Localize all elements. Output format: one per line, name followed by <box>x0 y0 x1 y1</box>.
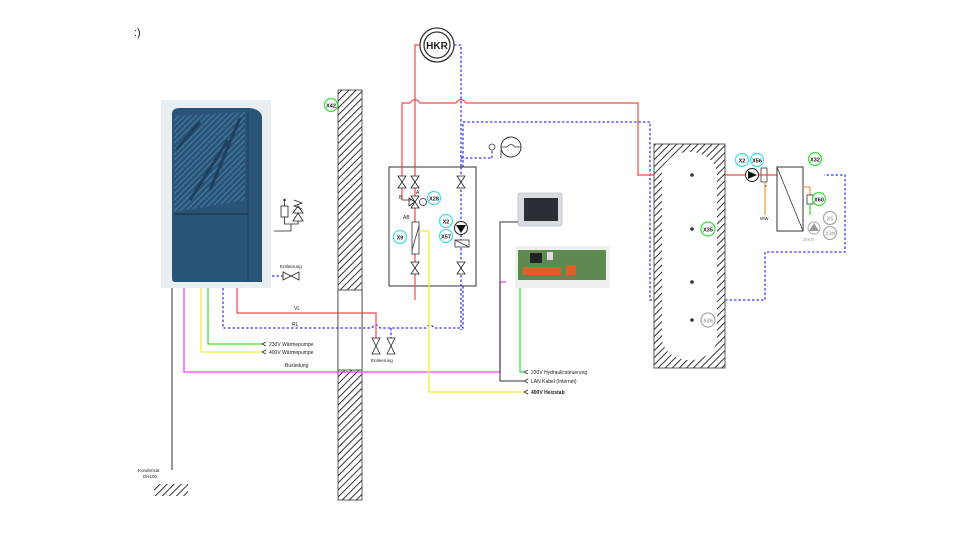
sensor-x2-dhw: X2 <box>734 152 750 168</box>
svg-text:X5: X5 <box>827 217 834 223</box>
venting-valves-label: Entleerung <box>371 358 393 363</box>
sensor-x60: X60 <box>811 191 827 207</box>
svg-text:230V Hydraulicsteuerung: 230V Hydraulicsteuerung <box>531 370 587 376</box>
sensor-x39: X39 <box>822 225 838 241</box>
heat-pump-unit <box>161 100 271 288</box>
hydraulic-power-connector: 230V Hydraulicsteuerung <box>523 369 587 376</box>
svg-text:LAN Kabel (Internet): LAN Kabel (Internet) <box>531 379 577 385</box>
svg-text:Kondensat: Kondensat <box>138 468 160 473</box>
return-line <box>222 121 658 329</box>
sensor-x28: X28 <box>426 190 442 206</box>
svg-text:230V Wärmepumpe: 230V Wärmepumpe <box>269 342 314 348</box>
svg-text:AB: AB <box>403 215 410 221</box>
sensor-x35: X35 <box>700 221 716 237</box>
safety-group-icon <box>274 198 304 232</box>
svg-text:X2: X2 <box>443 220 450 226</box>
svg-text:X56: X56 <box>752 159 762 165</box>
svg-text:X35: X35 <box>703 228 713 234</box>
heater-400v-line <box>428 231 524 393</box>
sensor-x56: X56 <box>749 152 765 168</box>
svg-text:WW: WW <box>760 216 769 221</box>
svg-text:400V Wärmepumpe: 400V Wärmepumpe <box>269 350 314 356</box>
svg-text:X39: X39 <box>825 232 835 238</box>
svg-text:X28: X28 <box>429 197 439 203</box>
dhw-return-line <box>725 174 846 301</box>
sensor-x42: X42 <box>323 97 339 113</box>
svg-text:X42: X42 <box>326 104 336 110</box>
hkr-supply <box>414 44 420 170</box>
building-wall <box>337 89 363 501</box>
corner-mark: :) <box>134 27 141 39</box>
svg-text:B: B <box>399 195 403 201</box>
power-230v-line <box>207 288 262 345</box>
svg-text:X60: X60 <box>814 198 824 204</box>
svg-text:X57: X57 <box>441 235 451 241</box>
heat-pump-venting-valve-icon: Entleerung <box>272 264 302 281</box>
sensor-x32: X32 <box>807 151 823 167</box>
condensate-drain: Kondensat DN100 <box>138 468 188 496</box>
power-400v-connector: 400V Wärmepumpe <box>261 349 314 356</box>
sensor-x9: X9 <box>392 229 408 245</box>
return-label: RL <box>292 322 299 328</box>
svg-text:X9: X9 <box>397 236 404 242</box>
hkr-return <box>454 44 462 170</box>
svg-text:400V Heizstab: 400V Heizstab <box>531 390 565 396</box>
buffer-tank <box>653 143 726 369</box>
dhw-station: WW Zirk.B <box>745 166 821 242</box>
svg-text:HKR: HKR <box>426 41 448 52</box>
controller-board <box>515 246 610 288</box>
hydraulic-module: B A AB <box>388 166 477 330</box>
lan-connector: LAN Kabel (Internet) <box>523 378 577 385</box>
sensor-x2-module: X2 <box>438 213 454 229</box>
control-display <box>517 192 563 227</box>
expansion-vessel-icon <box>461 136 522 159</box>
sensor-x36: X36 <box>700 312 716 328</box>
venting-valves: Entleerung <box>371 328 396 363</box>
svg-text:X2: X2 <box>739 159 746 165</box>
lan-line <box>499 221 524 382</box>
svg-text:DN100: DN100 <box>143 474 158 479</box>
heat-pump-venting-label: Entleerung <box>280 264 302 269</box>
power-400v-line <box>200 288 262 353</box>
supply-line <box>236 288 377 338</box>
svg-text:Zirk.B: Zirk.B <box>803 237 814 242</box>
heater-connector: 400V Heizstab <box>523 389 565 396</box>
hydraulic-power-line <box>519 288 524 373</box>
sensor-x5: X5 <box>822 210 838 226</box>
supply-label: VL <box>294 306 300 312</box>
bus-line-label: Busleitung <box>285 363 309 369</box>
power-230v-connector: 230V Wärmepumpe <box>261 341 314 348</box>
buffer-supply-line <box>401 98 655 176</box>
heating-circuit-hkr: HKR <box>419 27 455 63</box>
svg-text:A: A <box>416 190 420 196</box>
sensor-x57: X57 <box>438 228 454 244</box>
svg-text:X36: X36 <box>703 319 713 325</box>
svg-text:X32: X32 <box>810 158 820 164</box>
